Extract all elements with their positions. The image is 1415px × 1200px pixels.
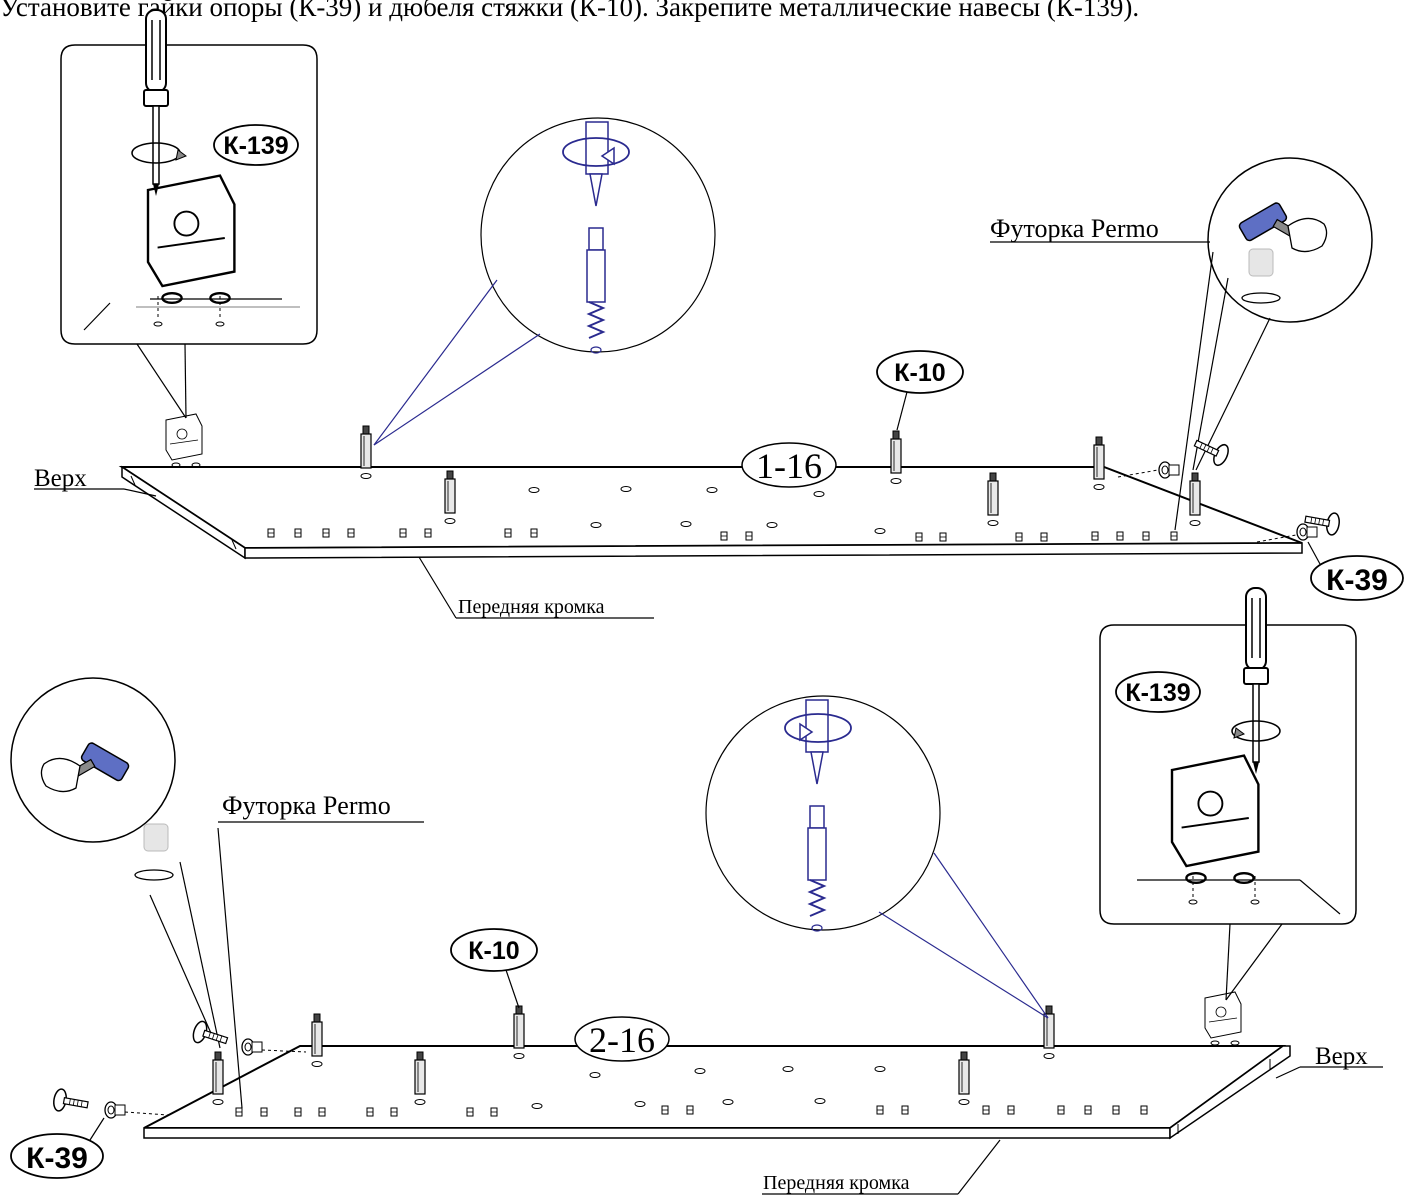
insert-callout: Футорка Permo <box>10 677 424 1109</box>
top-side-label: Верх <box>1315 1043 1368 1070</box>
svg-text:К-39: К-39 <box>1326 564 1388 597</box>
nut-part-badge: К-39 <box>10 1117 105 1179</box>
part-label: 1-16 <box>741 442 837 488</box>
hinge-inset <box>60 9 318 419</box>
dowel-detail-callout <box>373 117 716 446</box>
hinge-bracket <box>165 413 203 468</box>
insert-callout: Футорка Permo <box>990 157 1373 531</box>
svg-text:Футорка Permo: Футорка Permo <box>222 791 391 820</box>
hinge-inset <box>1099 587 1357 1001</box>
svg-text:Футорка Permo: Футорка Permo <box>990 214 1159 243</box>
dowel-detail-callout <box>705 695 1049 1019</box>
nut-icon <box>104 1101 126 1119</box>
nut-icon <box>1296 523 1318 541</box>
dowel-part-badge: К-10 <box>450 928 538 1009</box>
top-side-label: Верх <box>34 465 87 492</box>
dowel-part-badge: К-10 <box>876 350 964 431</box>
panel-1-16: К-139 К-10 1-16 Верх <box>34 9 1404 619</box>
svg-text:К-10: К-10 <box>894 359 945 387</box>
hinge-part-badge: К-139 <box>213 124 299 166</box>
part-label: 2-16 <box>574 1016 670 1062</box>
peg-row <box>235 1105 1148 1117</box>
board-top-face <box>143 1045 1287 1129</box>
svg-text:К-139: К-139 <box>1125 679 1190 707</box>
instruction-text: Установите гайки опоры (К-39) и дюбеля с… <box>0 0 1140 22</box>
svg-text:К-39: К-39 <box>26 1142 88 1175</box>
svg-text:К-10: К-10 <box>468 937 519 965</box>
bolt-icon <box>190 1018 231 1052</box>
nut-icon <box>241 1038 263 1056</box>
nut-icon <box>1158 461 1180 479</box>
bolt-icon <box>51 1087 91 1117</box>
hinge-bracket <box>1204 991 1242 1046</box>
svg-text:К-139: К-139 <box>223 132 288 160</box>
hinge-part-badge: К-139 <box>1115 671 1201 713</box>
svg-text:2-16: 2-16 <box>589 1020 655 1060</box>
panel-2-16: К-139 К-10 2-16 Верх <box>10 587 1383 1195</box>
svg-text:1-16: 1-16 <box>756 446 822 486</box>
nut-part-badge: К-39 <box>1307 541 1404 601</box>
front-edge-label: Передняя кромка <box>458 596 605 618</box>
front-edge-label: Передняя кромка <box>763 1172 910 1194</box>
